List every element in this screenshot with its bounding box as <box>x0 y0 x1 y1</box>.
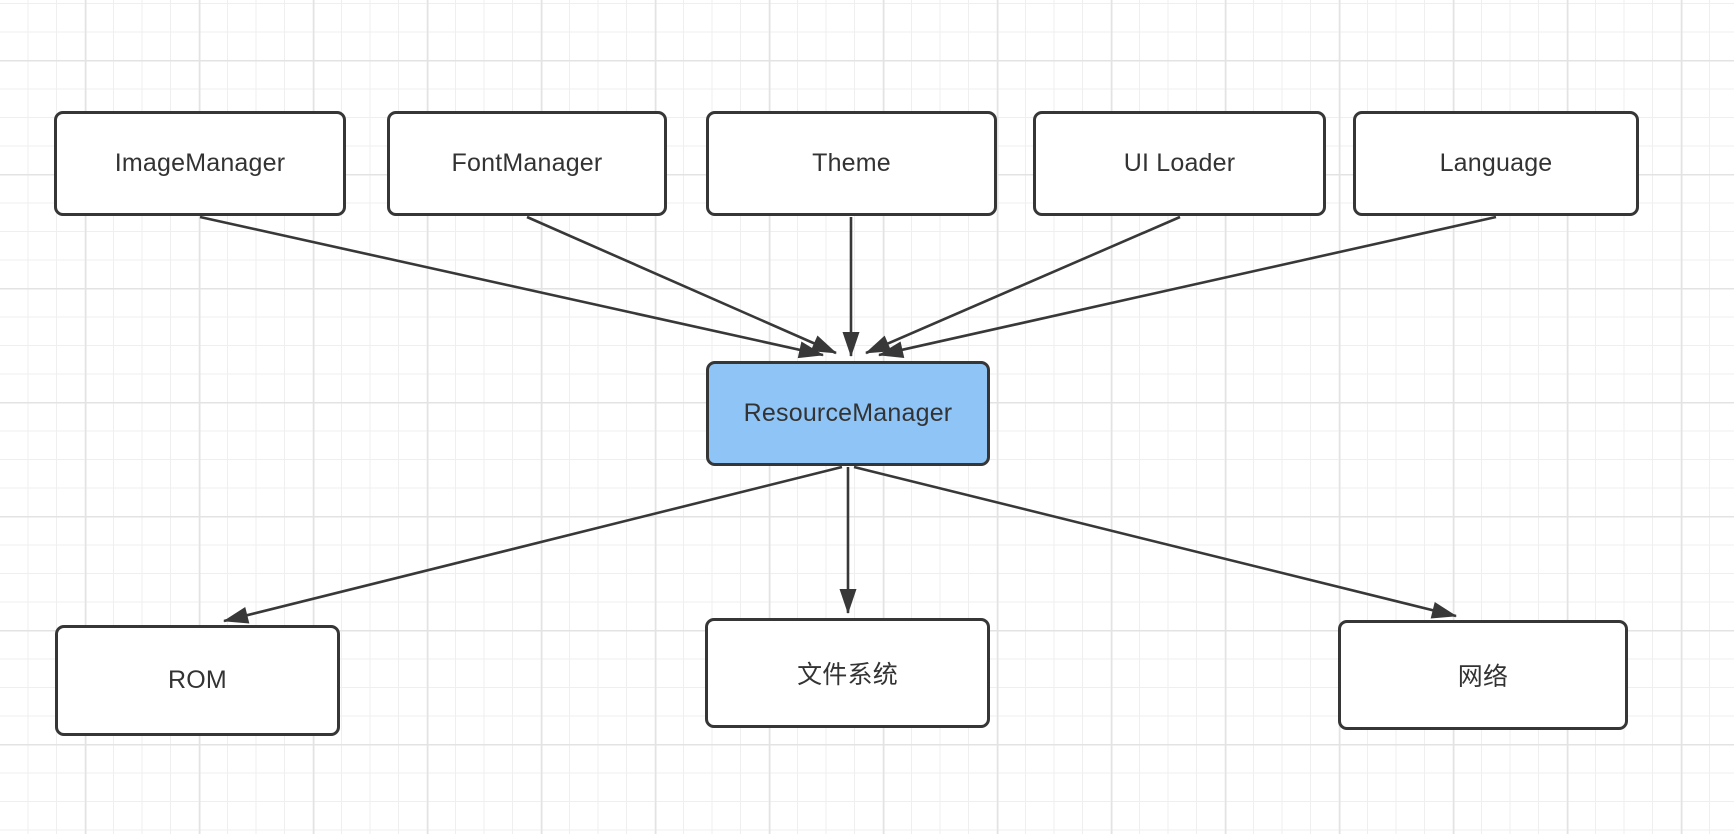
node-label-theme: Theme <box>812 149 891 177</box>
node-label-resource-manager: ResourceManager <box>743 399 953 427</box>
node-label-language: Language <box>1439 149 1553 177</box>
node-theme[interactable]: Theme <box>706 111 997 216</box>
node-label-ui-loader: UI Loader <box>1123 149 1236 177</box>
node-file-system[interactable]: 文件系统 <box>705 618 990 728</box>
node-label-file-system: 文件系统 <box>797 661 898 689</box>
edge-image-manager-to-resource-manager[interactable] <box>199 215 824 359</box>
node-label-network: 网络 <box>1457 663 1509 691</box>
node-label-font-manager: FontManager <box>451 149 603 177</box>
node-rom[interactable]: ROM <box>55 625 340 736</box>
edge-language-to-resource-manager[interactable] <box>878 215 1497 359</box>
node-font-manager[interactable]: FontManager <box>387 111 667 216</box>
node-image-manager[interactable]: ImageManager <box>54 111 346 216</box>
edge-resource-manager-to-rom[interactable] <box>223 465 843 624</box>
node-language[interactable]: Language <box>1353 111 1639 216</box>
edge-resource-manager-to-network[interactable] <box>853 465 1457 619</box>
node-network[interactable]: 网络 <box>1338 620 1628 730</box>
node-label-rom: ROM <box>168 666 227 694</box>
edge-ui-loader-to-resource-manager[interactable] <box>865 215 1181 355</box>
node-label-image-manager: ImageManager <box>114 149 286 177</box>
node-ui-loader[interactable]: UI Loader <box>1033 111 1326 216</box>
node-resource-manager[interactable]: ResourceManager <box>706 361 990 466</box>
edge-font-manager-to-resource-manager[interactable] <box>526 215 837 355</box>
